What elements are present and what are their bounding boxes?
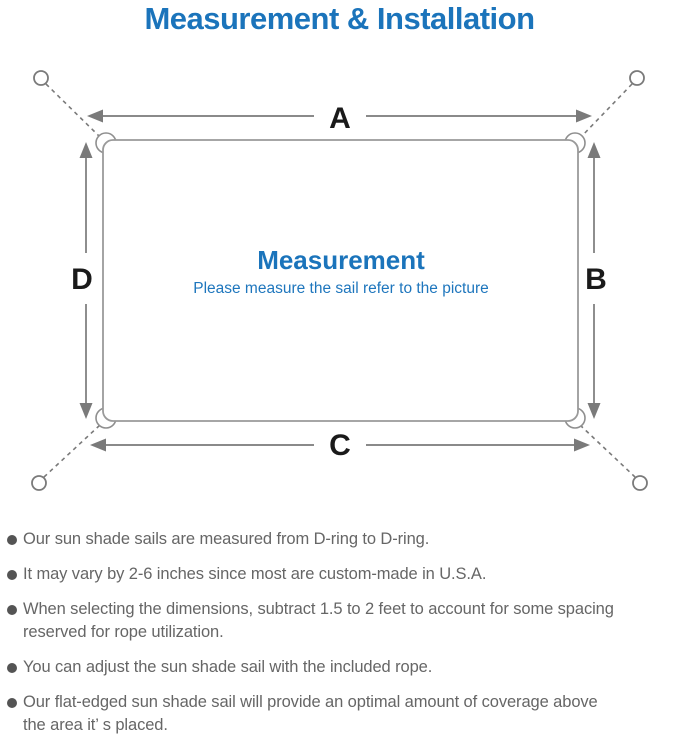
dimension-a-arrows [87, 109, 592, 123]
dimension-label-b: B [585, 263, 607, 296]
arrow-up-icon [587, 142, 601, 158]
arrow-left-icon [90, 438, 106, 452]
anchor-ring-icon-top-right [629, 70, 645, 86]
rope-bottom-left [43, 424, 101, 478]
note-item: When selecting the dimensions, subtract … [7, 598, 675, 644]
dimension-d-arrows [79, 142, 93, 419]
diagram-center-subtitle: Please measure the sail refer to the pic… [193, 280, 489, 297]
dimension-label-a: A [329, 102, 351, 135]
bullet-icon [7, 570, 17, 580]
note-text: It may vary by 2-6 inches since most are… [23, 565, 487, 583]
arrow-left-icon [87, 109, 103, 123]
diagram-center-heading: Measurement [257, 245, 425, 275]
note-item: Our sun shade sails are measured from D-… [7, 528, 675, 551]
measurement-notes: Our sun shade sails are measured from D-… [7, 528, 675, 749]
arrow-right-icon [574, 438, 590, 452]
note-text: You can adjust the sun shade sail with t… [23, 658, 433, 676]
shade-sail-outline [102, 139, 579, 422]
anchor-rings [31, 70, 648, 491]
rope-top-right [580, 83, 633, 138]
page-title: Measurement & Installation [144, 1, 535, 36]
anchor-ring-icon-bottom-left [31, 475, 47, 491]
bullet-icon [7, 535, 17, 545]
arrow-up-icon [79, 142, 93, 158]
rope-bottom-right [579, 424, 636, 478]
note-item: You can adjust the sun shade sail with t… [7, 656, 675, 679]
note-text: Our flat-edged sun shade sail will provi… [23, 693, 598, 734]
anchor-ring-icon-top-left [33, 70, 49, 86]
bullet-icon [7, 605, 17, 615]
anchor-ring-icon-bottom-right [632, 475, 648, 491]
note-text: When selecting the dimensions, subtract … [23, 600, 614, 641]
note-text: Our sun shade sails are measured from D-… [23, 530, 430, 548]
note-item: It may vary by 2-6 inches since most are… [7, 563, 675, 586]
arrow-down-icon [587, 403, 601, 419]
rope-top-left [45, 83, 101, 138]
dimension-label-d: D [71, 263, 93, 296]
arrow-down-icon [79, 403, 93, 419]
note-item: Our flat-edged sun shade sail will provi… [7, 691, 675, 737]
bullet-icon [7, 698, 17, 708]
bullet-icon [7, 663, 17, 673]
dimension-label-c: C [329, 429, 351, 462]
dimension-c-arrows [90, 438, 590, 452]
arrow-right-icon [576, 109, 592, 123]
dimension-b-arrows [587, 142, 601, 419]
